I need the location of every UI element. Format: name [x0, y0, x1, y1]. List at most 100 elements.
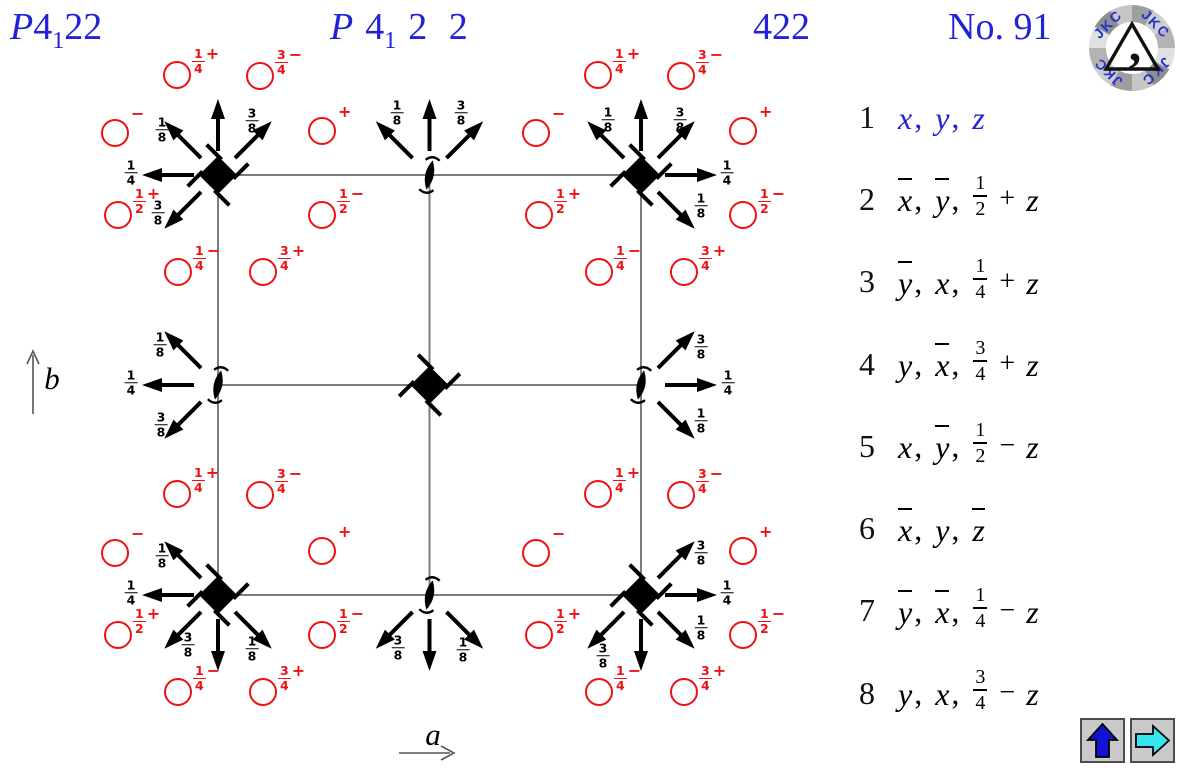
fraction-denominator: 8: [183, 644, 193, 659]
height-sign: +: [712, 241, 727, 260]
operator-sign: +: [999, 183, 1016, 215]
general-position-circle: [246, 481, 274, 509]
fraction-denominator: 4: [616, 677, 625, 693]
fraction-numerator: 3: [454, 97, 468, 114]
nav-up-button[interactable]: [1080, 718, 1125, 763]
height-sign: −: [771, 184, 786, 203]
coordinate-variable: z: [1026, 347, 1039, 384]
general-position-circle: [249, 258, 277, 286]
logo-ring-segment: [1110, 5, 1132, 26]
twofold-axis-arrow-ne: [656, 541, 695, 580]
comma: ,: [951, 675, 960, 712]
unit-cell-diagram: [26, 99, 717, 761]
position-index: 2: [859, 180, 875, 217]
fraction-denominator: 2: [135, 200, 144, 216]
height-sign: +: [291, 241, 306, 260]
space-group-number: No. 91: [948, 6, 1052, 48]
position-row: 1 x,y,z: [845, 76, 1040, 158]
fraction-denominator: 4: [698, 61, 707, 77]
fraction-numerator: 1: [456, 634, 470, 651]
general-position-circle: [308, 621, 336, 649]
fraction-denominator: 8: [456, 112, 466, 127]
fraction-denominator: 2: [339, 620, 348, 636]
fraction-denominator: 4: [615, 479, 624, 495]
twofold-axis-arrow-s: [211, 619, 225, 671]
fraction-numerator: 1: [758, 186, 771, 203]
coordinate-variable: z: [1026, 182, 1039, 219]
coordinate-variable: z: [1026, 593, 1039, 630]
fraction-denominator: 2: [975, 445, 986, 468]
coordinate-variable: z: [1026, 429, 1039, 466]
comma: ,: [951, 263, 960, 300]
comma: ,: [914, 263, 923, 300]
fraction-numerator: 3: [696, 466, 709, 483]
position-index: 5: [859, 427, 875, 464]
height-sign: −: [709, 464, 724, 483]
coordinate-variable: x: [898, 178, 913, 219]
fraction-numerator: 3: [391, 632, 405, 649]
symbol-screw-subscript: 1: [384, 28, 397, 54]
position-index: 1: [859, 98, 875, 135]
comma: ,: [951, 99, 960, 136]
operator-sign: +: [999, 265, 1016, 297]
position-coordinates: x,y,z: [897, 100, 986, 134]
fraction-numerator: 1: [124, 577, 138, 594]
comma: ,: [951, 510, 960, 547]
comma: ,: [914, 181, 923, 218]
axis-label-a: a: [425, 717, 441, 752]
height-sign: −: [131, 524, 145, 543]
comma: ,: [914, 675, 923, 712]
nav-next-button[interactable]: [1130, 718, 1175, 763]
fraction-numerator: 1: [192, 465, 205, 482]
logo-comma: ,: [1129, 16, 1142, 72]
height-sign: +: [759, 102, 773, 121]
logo-ring-segment: [1154, 48, 1175, 70]
twofold-axis-arrow-sw: [164, 190, 203, 229]
height-sign: −: [771, 604, 786, 623]
fraction-denominator: 4: [698, 480, 707, 496]
fraction-denominator: 4: [126, 382, 136, 397]
fraction-numerator: 1: [720, 157, 734, 174]
twofold-axis-arrow-se: [445, 610, 484, 649]
twofold-axis-arrow-se: [656, 190, 695, 229]
fraction-numerator: 1: [973, 256, 988, 280]
general-position-circle: [308, 537, 336, 565]
height-sign: +: [626, 44, 641, 63]
fraction-denominator: 8: [458, 649, 468, 664]
position-height-label: +: [337, 104, 351, 120]
fraction-denominator: 2: [556, 200, 565, 216]
fraction-numerator: 1: [337, 186, 350, 203]
position-index: 4: [859, 345, 875, 382]
general-position-circle: [585, 258, 613, 286]
twofold-axis-arrow-se: [656, 610, 695, 649]
coordinate-variable: y: [898, 260, 913, 301]
comma: ,: [914, 346, 923, 383]
general-position-circle: [104, 201, 132, 229]
twofold-axis-arrow-sw: [164, 400, 203, 439]
fraction-numerator: 3: [973, 667, 988, 692]
fraction-denominator: 4: [975, 609, 986, 632]
coordinate-variable: y: [935, 511, 950, 548]
height-sign: +: [759, 522, 773, 541]
